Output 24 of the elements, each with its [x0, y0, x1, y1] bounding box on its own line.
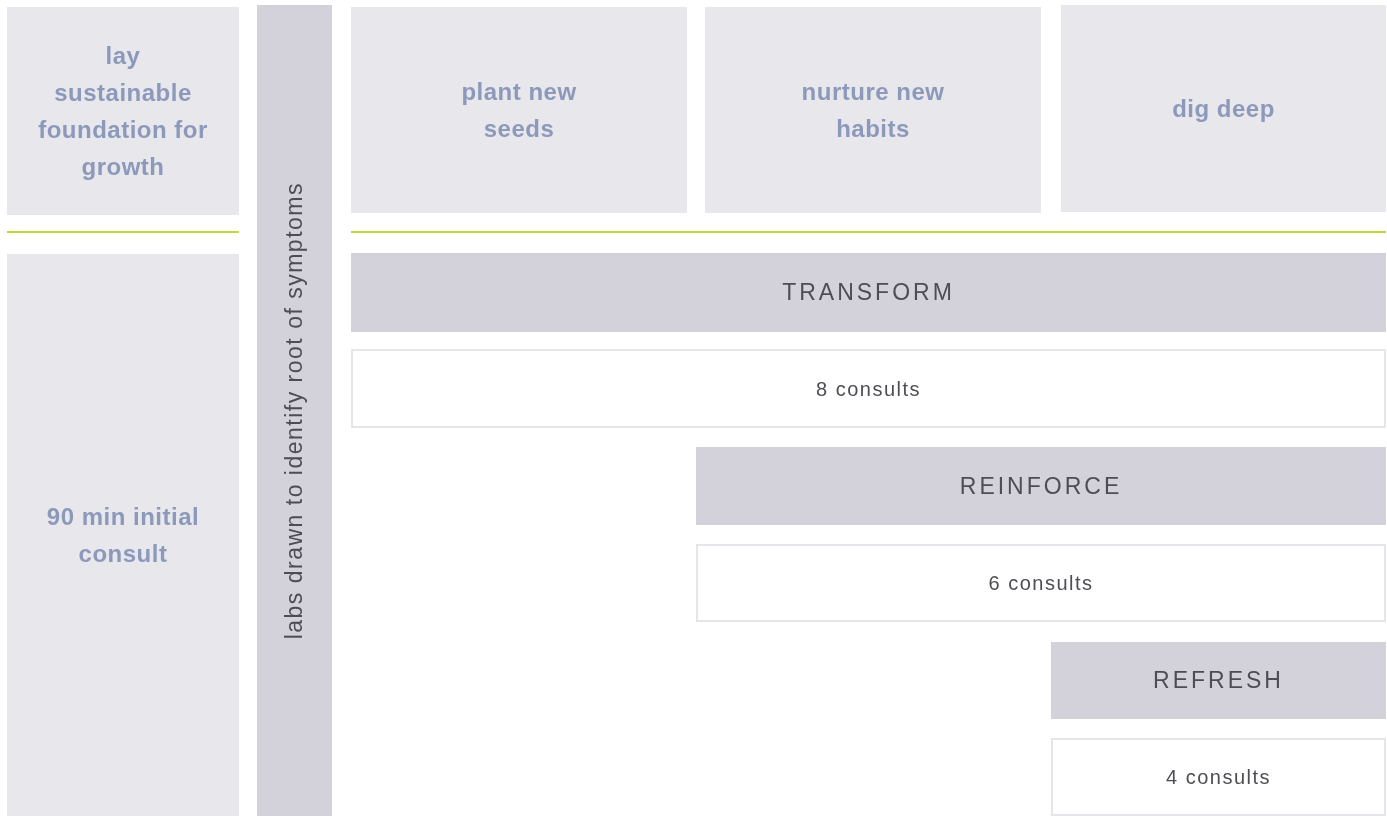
stage-box — [705, 7, 1041, 213]
stage-box — [7, 7, 239, 215]
consult-count: 6 consults — [988, 571, 1094, 596]
vertical-band — [257, 5, 332, 816]
consult-box — [351, 349, 1386, 428]
stage-box — [351, 7, 687, 213]
stage-label: 90 min initial consult — [45, 502, 201, 569]
stage-box — [1061, 5, 1386, 212]
phase-title: TRANSFORM — [782, 278, 955, 308]
vertical-label: labs drawn to identify root of symptoms — [280, 181, 309, 640]
stage-box — [7, 254, 239, 816]
phase-title: REFRESH — [1153, 666, 1284, 696]
stage-label: lay sustainable foundation for growth — [38, 41, 208, 182]
phase-bar — [351, 253, 1386, 332]
consult-box — [696, 544, 1386, 622]
phase-title: REINFORCE — [959, 471, 1123, 501]
consult-count: 8 consults — [815, 376, 922, 402]
stage-label: plant new seeds — [460, 77, 578, 144]
stage-label: nurture new habits — [800, 77, 946, 144]
stage-label: dig deep — [1172, 94, 1275, 124]
consult-box — [1051, 738, 1386, 816]
phase-bar — [1051, 642, 1386, 719]
consult-count: 4 consults — [1165, 765, 1272, 790]
phase-bar — [696, 447, 1386, 525]
